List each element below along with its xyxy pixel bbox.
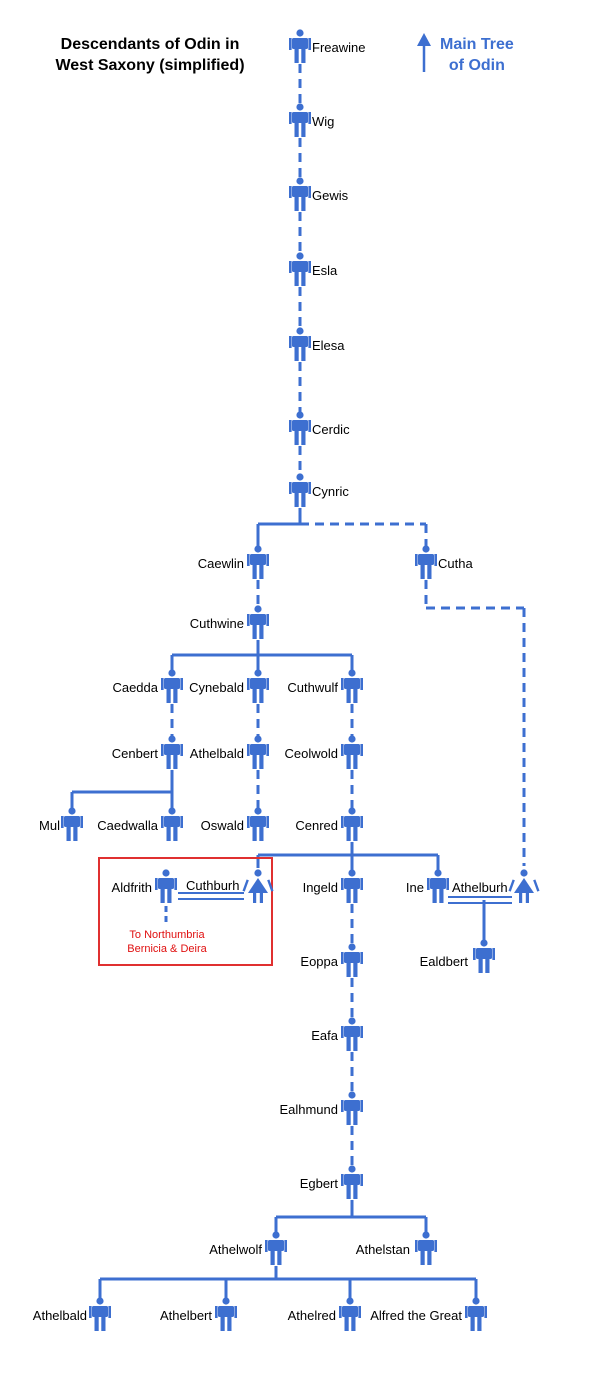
person-aldfrith-icon xyxy=(155,869,177,903)
main-tree-line-1: Main Tree xyxy=(440,36,514,53)
name-eoppa: Eoppa xyxy=(300,954,338,969)
name-cenbert: Cenbert xyxy=(112,746,159,761)
person-ingeld-icon xyxy=(341,869,363,903)
title-line-1: Descendants of Odin in xyxy=(60,36,240,53)
person-cenred-icon xyxy=(341,807,363,841)
person-caewlin-icon xyxy=(247,545,269,579)
name-athelburh: Athelburh xyxy=(452,880,508,895)
name-caedda: Caedda xyxy=(112,680,158,695)
diagram-title: Descendants of Odin in West Saxony (simp… xyxy=(30,34,270,76)
name-cutha: Cutha xyxy=(438,556,473,571)
name-freawine: Freawine xyxy=(312,40,365,55)
name-elesa: Elesa xyxy=(312,338,345,353)
person-cerdic-icon xyxy=(289,411,311,445)
person-athelbald-2-icon xyxy=(89,1297,111,1331)
person-cutha-icon xyxy=(415,545,437,579)
person-ealdbert-icon xyxy=(473,939,495,973)
name-athelbald-2: Athelbald xyxy=(33,1308,87,1323)
name-athelstan: Athelstan xyxy=(356,1242,410,1257)
name-ceolwold: Ceolwold xyxy=(285,746,338,761)
name-cynebald: Cynebald xyxy=(189,680,244,695)
name-athelwolf: Athelwolf xyxy=(209,1242,262,1257)
person-ine-icon xyxy=(427,869,449,903)
name-cynric: Cynric xyxy=(312,484,349,499)
person-athelstan-icon xyxy=(415,1231,437,1265)
person-alfred-icon xyxy=(465,1297,487,1331)
name-ealdbert: Ealdbert xyxy=(420,954,469,969)
person-freawine-icon xyxy=(289,29,311,63)
arrow-up-icon[interactable] xyxy=(417,33,431,72)
person-oswald-icon xyxy=(247,807,269,841)
northumbria-highlight-box xyxy=(98,857,273,966)
name-cerdic: Cerdic xyxy=(312,422,350,437)
person-ealhmund-icon xyxy=(341,1091,363,1125)
person-cuthburh-icon xyxy=(242,869,274,903)
name-alfred: Alfred the Great xyxy=(370,1308,462,1323)
name-cenred: Cenred xyxy=(295,818,338,833)
note-line-1: To Northumbria xyxy=(129,929,205,941)
name-oswald: Oswald xyxy=(201,818,244,833)
main-tree-link[interactable]: Main Tree of Odin xyxy=(440,34,514,76)
person-cynebald-icon xyxy=(247,669,269,703)
name-aldfrith: Aldfrith xyxy=(112,880,152,895)
name-ingeld: Ingeld xyxy=(303,880,338,895)
person-cuthwine-icon xyxy=(247,605,269,639)
main-tree-line-2: of Odin xyxy=(448,57,505,74)
person-esla-icon xyxy=(289,252,311,286)
person-athelburh-icon xyxy=(508,869,540,903)
name-ine: Ine xyxy=(406,880,424,895)
person-cenbert-icon xyxy=(161,735,183,769)
name-wig: Wig xyxy=(312,114,334,129)
person-ceolwold-icon xyxy=(341,735,363,769)
person-caedwalla-icon xyxy=(161,807,183,841)
name-ealhmund: Ealhmund xyxy=(279,1102,338,1117)
name-cuthwine: Cuthwine xyxy=(190,616,244,631)
person-caedda-icon xyxy=(161,669,183,703)
name-athelred: Athelred xyxy=(288,1308,336,1323)
person-athelred-icon xyxy=(339,1297,361,1331)
person-gewis-icon xyxy=(289,177,311,211)
person-athelbert-icon xyxy=(215,1297,237,1331)
name-egbert: Egbert xyxy=(300,1176,339,1191)
northumbria-note: To Northumbria Bernicia & Deira xyxy=(112,928,222,956)
person-mul-icon xyxy=(61,807,83,841)
note-line-2: Bernicia & Deira xyxy=(127,943,207,955)
person-athelwolf-icon xyxy=(265,1231,287,1265)
person-cuthwulf-icon xyxy=(341,669,363,703)
name-caewlin: Caewlin xyxy=(198,556,244,571)
name-cuthwulf: Cuthwulf xyxy=(287,680,338,695)
name-athelbert: Athelbert xyxy=(160,1308,212,1323)
name-athelbald-1: Athelbald xyxy=(190,746,244,761)
person-cynric-icon xyxy=(289,473,311,507)
connection-lines xyxy=(70,64,526,1298)
person-egbert-icon xyxy=(341,1165,363,1199)
name-eafa: Eafa xyxy=(311,1028,339,1043)
person-names: Freawine Wig Gewis Esla Elesa Cerdic Cyn… xyxy=(33,40,508,1323)
name-esla: Esla xyxy=(312,263,338,278)
person-eoppa-icon xyxy=(341,943,363,977)
name-cuthburh: Cuthburh xyxy=(186,878,239,893)
person-athelbald-1-icon xyxy=(247,735,269,769)
name-gewis: Gewis xyxy=(312,188,349,203)
name-caedwalla: Caedwalla xyxy=(97,818,158,833)
person-eafa-icon xyxy=(341,1017,363,1051)
person-elesa-icon xyxy=(289,327,311,361)
person-wig-icon xyxy=(289,103,311,137)
title-line-2: West Saxony (simplified) xyxy=(55,57,245,74)
name-mul: Mul xyxy=(39,818,60,833)
